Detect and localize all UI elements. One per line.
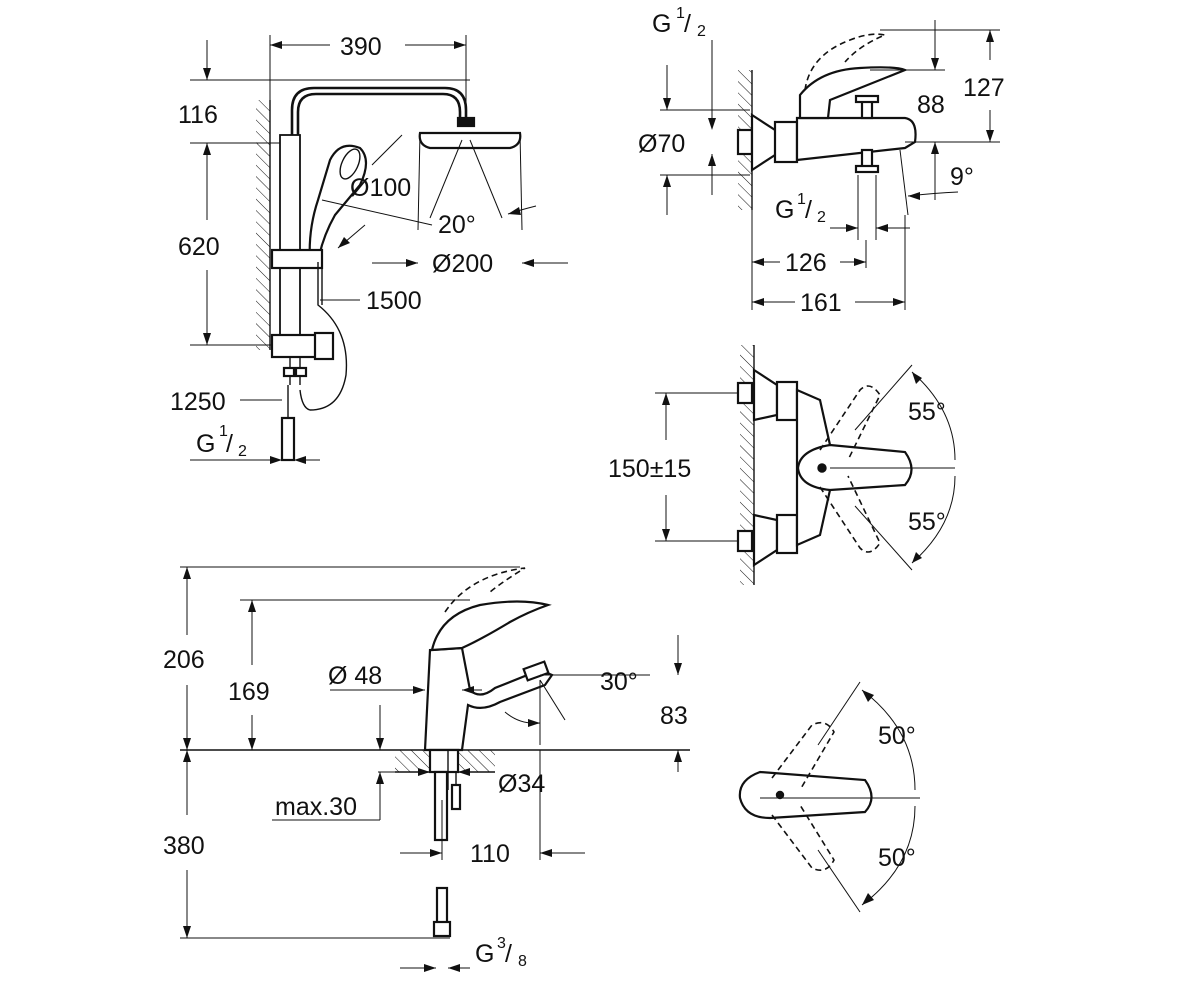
conn-basin-sup: 3 [497, 935, 506, 952]
dim-169: 169 [228, 678, 270, 706]
shower-arm [290, 86, 468, 135]
dim-206: 206 [163, 646, 205, 674]
angle-basin-down: 50° [878, 844, 916, 872]
dim-110: 110 [470, 840, 510, 868]
conn-shower-g: G [196, 430, 215, 458]
dim-126: 126 [785, 249, 827, 277]
shower-hose [299, 262, 348, 411]
dim-hole-diameter: Ø34 [498, 770, 545, 798]
basin-mixer-top-drawing: 50° 50° [738, 681, 920, 913]
conn-bath-top-slash: / [684, 10, 691, 38]
dim-hand-shower-diameter: Ø100 [350, 174, 411, 202]
basin-supply-hose [433, 770, 449, 842]
dim-390: 390 [340, 33, 382, 61]
basin-mixer-body [423, 646, 554, 752]
head-shower-connector [456, 116, 476, 128]
dim-angle-9: 9° [950, 163, 974, 191]
dim-head-shower-diameter: Ø200 [432, 250, 493, 278]
conn-basin-sub: 8 [518, 953, 527, 970]
shower-supply-hose [280, 416, 296, 462]
dim-127: 127 [963, 74, 1005, 102]
hand-shower-slider [270, 248, 324, 270]
bath-mixer-lever [798, 66, 908, 120]
conn-basin-g: G [475, 940, 494, 968]
conn-bath-bot-sup: 1 [797, 191, 806, 208]
dim-hose-length: 1500 [366, 287, 422, 315]
bath-mixer-top-drawing: 55° 55° 150±15 [608, 345, 956, 585]
angle-bath-up: 55° [908, 398, 946, 426]
dim-angle-20: 20° [438, 211, 476, 239]
shower-system-drawing: 390 116 620 Ø100 20° Ø200 1500 [170, 33, 568, 464]
conn-bath-top-sup: 1 [676, 5, 685, 22]
conn-basin-slash: / [505, 940, 512, 968]
angle-basin-up: 50° [878, 722, 916, 750]
angle-bath-down: 55° [908, 508, 946, 536]
basin-mixer-side-drawing: 206 169 Ø 48 30° 83 Ø34 [163, 566, 690, 972]
dim-83: 83 [660, 702, 688, 730]
conn-bath-bot-g: G [775, 196, 794, 224]
shower-wall [256, 100, 270, 350]
conn-shower-slash: / [226, 430, 233, 458]
dim-161: 161 [800, 289, 842, 317]
conn-bath-bot-sub: 2 [817, 209, 826, 226]
conn-shower-sup: 1 [219, 423, 228, 440]
dim-116: 116 [178, 101, 218, 129]
dim-380: 380 [163, 832, 205, 860]
dim-body-diameter: Ø 48 [328, 662, 382, 690]
dim-620: 620 [178, 233, 220, 261]
dim-88: 88 [917, 91, 945, 119]
dim-rosette-diameter: Ø70 [638, 130, 685, 158]
dim-center-distance: 150±15 [608, 455, 691, 483]
dim-max-30: max.30 [275, 793, 357, 821]
dim-1250: 1250 [170, 388, 226, 416]
shower-riser-rail [279, 134, 301, 351]
dim-angle-30: 30° [600, 668, 638, 696]
conn-bath-bot-slash: / [805, 196, 812, 224]
basin-mixer-lever [430, 600, 552, 652]
basin-mixer-top-lever [738, 770, 873, 820]
conn-bath-top-g: G [652, 10, 671, 38]
bath-mixer-side-drawing: G 1 / 2 Ø70 88 127 9° [638, 5, 1005, 317]
conn-shower-sub: 2 [238, 443, 247, 460]
conn-bath-top-sub: 2 [697, 23, 706, 40]
